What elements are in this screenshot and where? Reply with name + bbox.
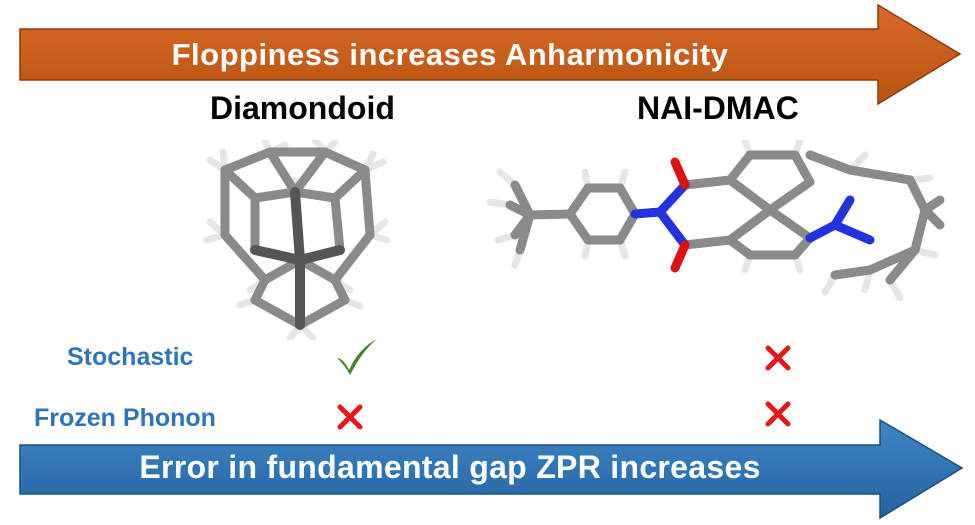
check-icon [337, 339, 377, 375]
cross-icon [337, 404, 363, 430]
top-arrow-label: Floppiness increases Anharmonicity [171, 37, 729, 72]
nai-dmac-molecule-icon [486, 140, 945, 302]
method-label-frozen-phonon: Frozen Phonon [34, 404, 216, 432]
cross-icon [765, 345, 791, 371]
bottom-arrow-shape [19, 418, 964, 520]
method-label-stochastic: Stochastic [67, 343, 194, 371]
bottom-arrow-label: Error in fundamental gap ZPR increases [139, 449, 761, 485]
diamondoid-molecule-icon [203, 140, 391, 340]
cross-icon [765, 401, 791, 427]
molecule-title-nai-dmac: NAI-DMAC [637, 90, 799, 126]
molecule-title-diamondoid: Diamondoid [210, 90, 395, 126]
top-arrow-shape [19, 3, 962, 106]
